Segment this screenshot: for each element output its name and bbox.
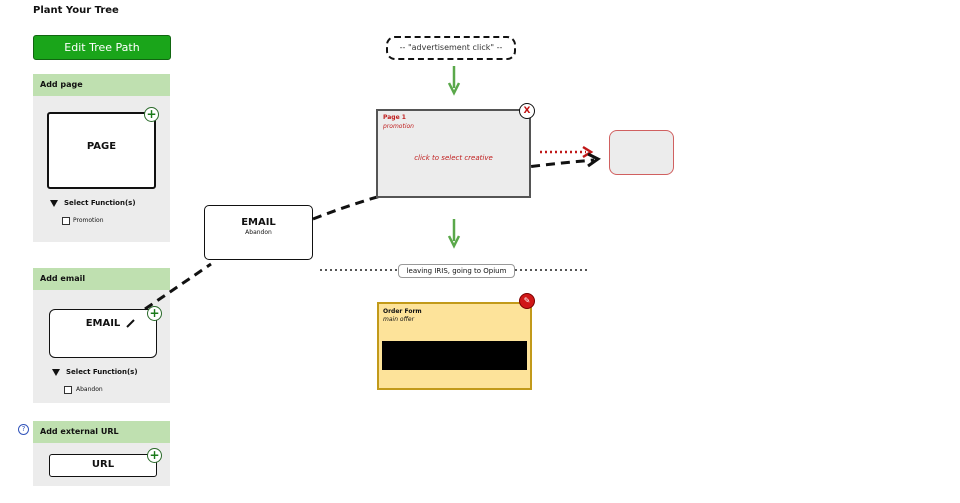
page-node-subtitle: promotion (383, 123, 414, 130)
triangle-down-icon[interactable] (52, 369, 60, 376)
email-node-label: EMAIL (85, 318, 121, 329)
add-email-header: Add email (33, 268, 170, 290)
email-node[interactable]: EMAIL Abandon (204, 205, 313, 260)
order-form-title: Order Form (383, 308, 422, 315)
plus-icon[interactable]: + (144, 107, 159, 122)
add-external-url-panel: Add external URL URL + (33, 421, 170, 486)
add-email-panel: Add email EMAIL + Select Function(s) Aba… (33, 268, 170, 403)
order-form-subtitle: main offer (383, 316, 415, 323)
add-page-panel: Add page PAGE + Select Function(s) Promo… (33, 74, 170, 242)
add-external-url-header: Add external URL (33, 421, 170, 443)
empty-drop-target[interactable] (609, 130, 674, 175)
redacted-content (382, 341, 527, 370)
email-node-template[interactable]: EMAIL (49, 309, 157, 358)
close-icon[interactable]: X (519, 103, 535, 119)
url-node-template[interactable]: URL (49, 454, 157, 477)
connector-arrowhead (587, 152, 601, 168)
app-title: Plant Your Tree (33, 5, 119, 16)
plus-icon[interactable]: + (147, 306, 162, 321)
email-node-subtitle: Abandon (245, 229, 272, 236)
promotion-label: Promotion (73, 217, 104, 224)
abandon-checkbox[interactable] (64, 386, 72, 394)
url-node-label: URL (91, 459, 115, 470)
plus-icon[interactable]: + (147, 448, 162, 463)
promotion-checkbox[interactable] (62, 217, 70, 225)
edit-tree-path-button[interactable]: Edit Tree Path (33, 35, 171, 60)
select-functions-label[interactable]: Select Function(s) (64, 199, 136, 207)
abandon-label: Abandon (76, 386, 103, 393)
page-node[interactable]: Page 1 promotion click to select creativ… (376, 109, 531, 198)
select-creative-link[interactable]: click to select creative (414, 154, 493, 162)
triangle-down-icon[interactable] (50, 200, 58, 207)
question-icon[interactable]: ? (18, 424, 29, 435)
arrow-down-icon (447, 66, 461, 96)
select-functions-label[interactable]: Select Function(s) (66, 368, 138, 376)
page-node-title: Page 1 (383, 114, 406, 121)
order-form-node[interactable]: Order Form main offer (377, 302, 532, 390)
email-node-title: EMAIL (241, 217, 276, 228)
exit-divider-label: leaving IRIS, going to Opium (398, 264, 515, 278)
red-link-arrow (540, 145, 594, 159)
entry-node[interactable]: -- "advertisement click" -- (386, 36, 516, 60)
add-page-header: Add page (33, 74, 170, 96)
pencil-icon[interactable]: ✎ (519, 293, 535, 309)
page-node-template[interactable]: PAGE (47, 112, 156, 189)
page-node-label: PAGE (86, 141, 117, 152)
arrow-down-icon (447, 219, 461, 249)
